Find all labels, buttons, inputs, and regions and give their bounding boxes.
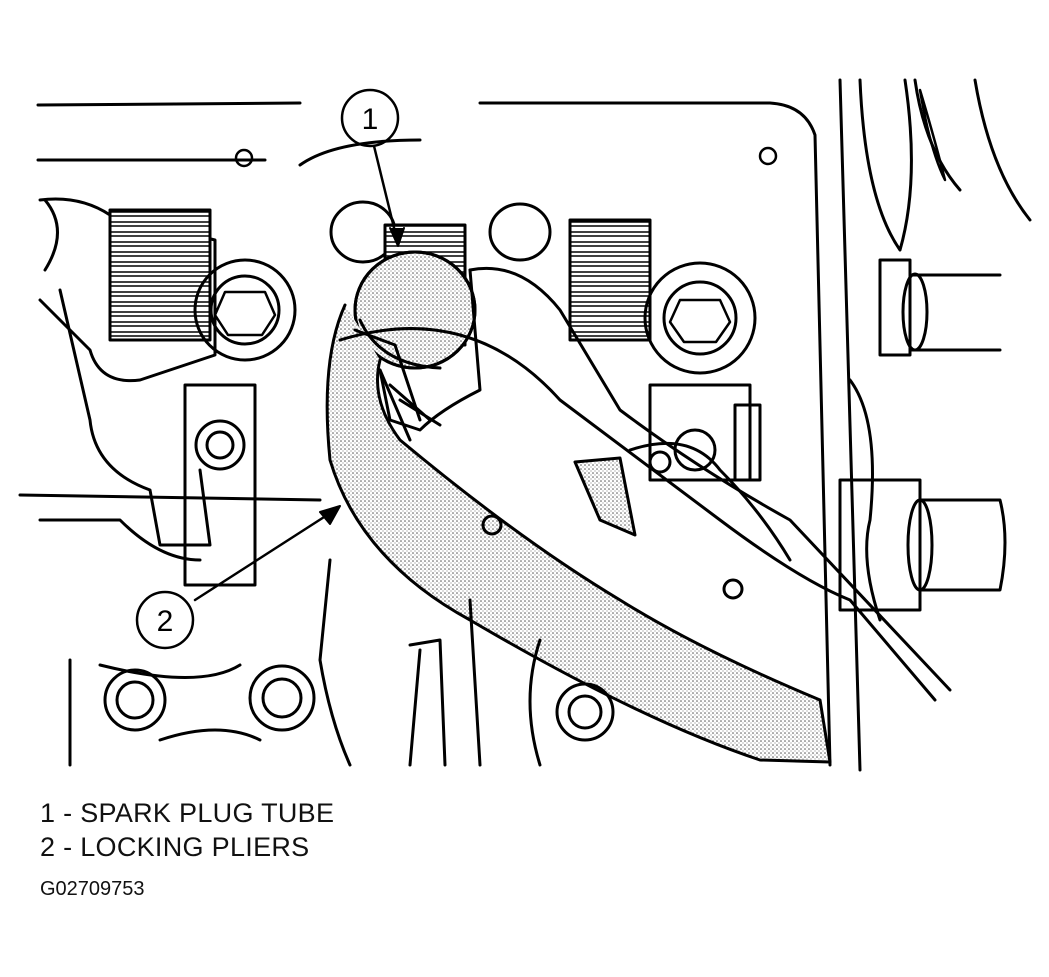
left-rocker-assembly xyxy=(18,197,322,562)
right-side-fittings xyxy=(838,258,1007,622)
left-valve-bolt xyxy=(183,258,297,587)
legend: 1 - SPARK PLUG TUBE 2 - LOCKING PLIERS xyxy=(40,796,334,864)
legend-item-locking-pliers: 2 - LOCKING PLIERS xyxy=(40,832,310,862)
figure-id: G02709753 xyxy=(40,878,145,900)
locking-pliers xyxy=(325,266,952,764)
cylinder-head-outline xyxy=(36,78,1032,772)
legend-item-spark-plug-tube: 1 - SPARK PLUG TUBE xyxy=(40,798,335,828)
callout-2-number: 2 xyxy=(157,605,174,638)
spark-plug-tube xyxy=(329,200,477,370)
callout-2 xyxy=(135,505,341,650)
callout-1-number: 1 xyxy=(362,103,379,136)
lower-valve-train xyxy=(68,558,615,767)
callout-1 xyxy=(340,88,405,247)
right-rocker-assembly xyxy=(488,202,762,482)
engine-illustration: 1 2 xyxy=(18,78,1032,772)
